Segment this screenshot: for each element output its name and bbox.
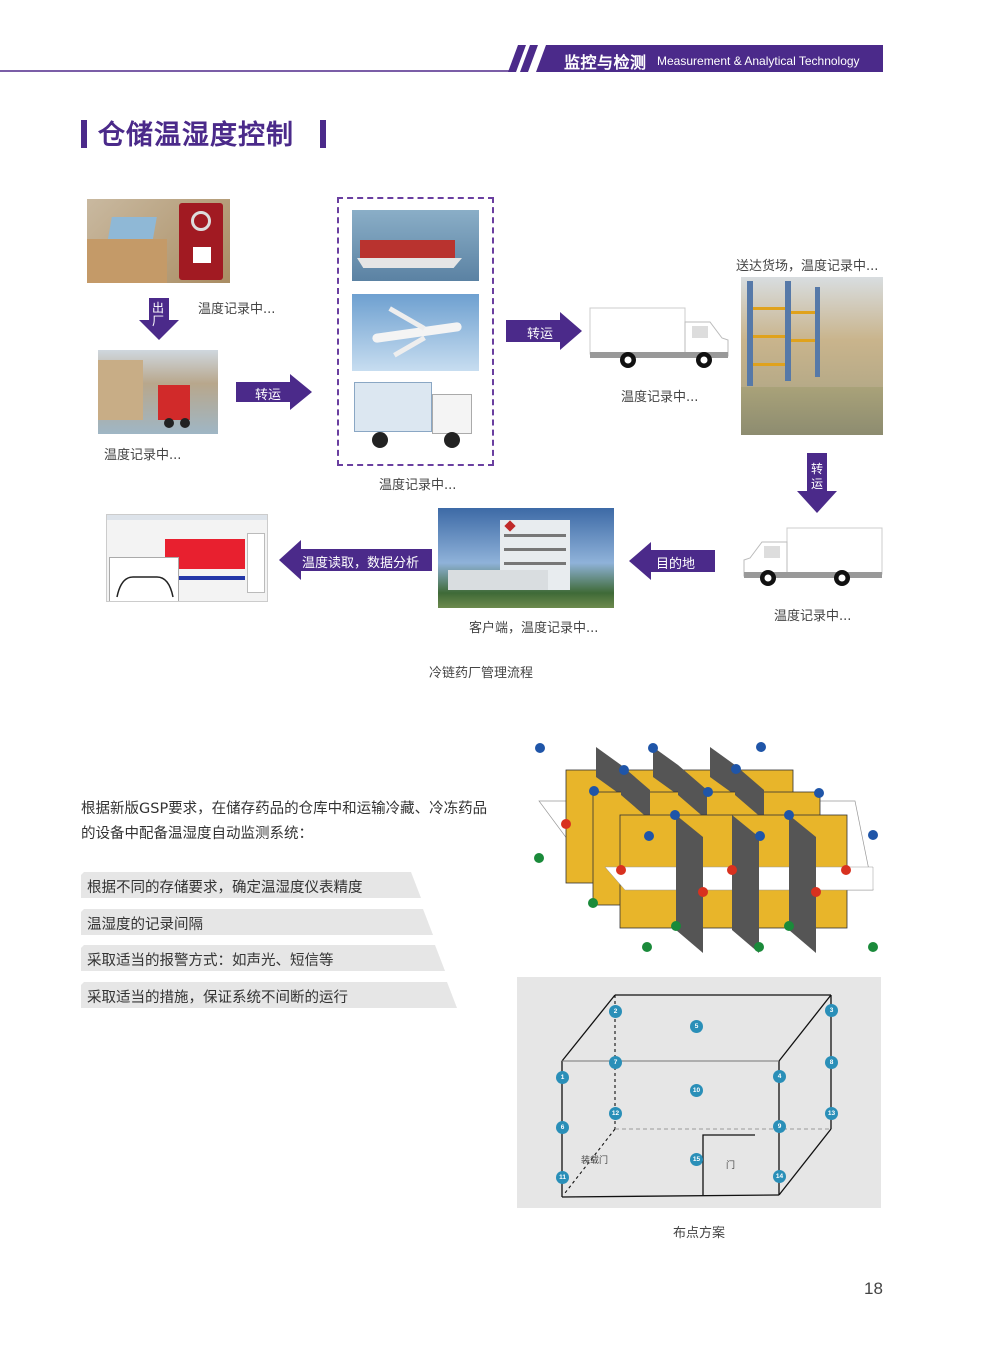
caption-transport-modes: 温度记录中...	[379, 478, 457, 493]
header-section-cn: 监控与检测	[564, 53, 647, 72]
title-bar-left	[81, 120, 87, 148]
arrow-transfer-3-label: 转运	[811, 462, 824, 491]
arrow-destination-label: 目的地	[656, 557, 696, 572]
arrow-down-transfer-3	[797, 453, 837, 513]
truck-1-illustration	[589, 307, 729, 368]
sensor-point: 12	[609, 1107, 622, 1120]
cargo-ship-photo	[352, 210, 479, 281]
sensor-point: 6	[556, 1121, 569, 1134]
analysis-software-screenshot	[106, 514, 268, 602]
transport-modes-group	[337, 197, 494, 466]
sensor-point: 9	[773, 1120, 786, 1133]
requirement-text: 采取适当的报警方式：如声光、短信等	[87, 953, 334, 969]
header-rule	[0, 70, 510, 72]
sensor-point: 10	[690, 1084, 703, 1097]
arrow-right-transfer-2	[506, 312, 582, 350]
caption-client: 客户端，温度记录中...	[469, 621, 599, 636]
page-number: 18	[864, 1279, 883, 1298]
requirement-item: 根据不同的存储要求，确定温湿度仪表精度	[81, 872, 421, 898]
door-label: 门	[726, 1161, 736, 1171]
sensor-point: 1	[556, 1071, 569, 1084]
requirement-text: 温湿度的记录间隔	[87, 917, 203, 933]
sensor-point: 11	[556, 1171, 569, 1184]
sensor-grid-3d-diagram	[534, 742, 878, 953]
sensor-point: 2	[609, 1005, 622, 1018]
sensor-point: 15	[690, 1153, 703, 1166]
arrow-transfer-2-label: 转运	[527, 327, 554, 342]
arrow-transfer-1-label: 转运	[255, 388, 282, 403]
requirement-text: 根据不同的存储要求，确定温湿度仪表精度	[87, 880, 363, 896]
gsp-requirements-intro: 根据新版GSP要求，在储存药品的仓库中和运输冷藏、冷冻药品的设备中配备温湿度自动…	[81, 801, 488, 842]
sensor-point: 8	[825, 1056, 838, 1069]
requirement-item: 温湿度的记录间隔	[81, 909, 433, 935]
caption-cargo-yard: 送达货场，温度记录中...	[736, 259, 879, 274]
arrow-analysis-label: 温度读取，数据分析	[302, 556, 420, 571]
sensor-point: 7	[609, 1056, 622, 1069]
requirement-item: 采取适当的报警方式：如声光、短信等	[81, 945, 445, 971]
caption-package: 温度记录中...	[198, 302, 276, 317]
truck-2-illustration	[743, 527, 883, 586]
sensor-point: 14	[773, 1170, 786, 1183]
arrow-left-destination	[629, 542, 715, 580]
caption-truck-1: 温度记录中...	[621, 390, 699, 405]
arrow-left-analysis	[279, 540, 432, 580]
cargo-yard-photo	[741, 277, 883, 435]
loading-door-label: 装载门	[581, 1156, 609, 1166]
client-building-photo	[438, 508, 614, 608]
sensor-layout-diagram: 装载门 门 1 2 3 4 5 6 7 8 9 10 11 12 13 14 1…	[517, 977, 881, 1208]
forklift-warehouse-photo	[98, 350, 218, 434]
requirement-text: 采取适当的措施，保证系统不间断的运行	[87, 990, 348, 1006]
arrow-right-transfer-1	[236, 374, 312, 410]
refrigerated-truck-photo	[352, 380, 479, 456]
header-stripes-icon	[508, 45, 883, 72]
caption-truck-2: 温度记录中...	[774, 609, 852, 624]
sensor-point: 3	[825, 1004, 838, 1017]
page-title: 仓储温湿度控制	[98, 120, 294, 151]
sensor-point: 13	[825, 1107, 838, 1120]
airplane-photo	[352, 294, 479, 371]
requirement-item: 采取适当的措施，保证系统不间断的运行	[81, 982, 457, 1008]
flow-caption: 冷链药厂管理流程	[429, 666, 534, 681]
layout-diagram-caption: 布点方案	[673, 1226, 726, 1241]
header-section-en: Measurement & Analytical Technology	[657, 54, 860, 68]
arrow-down-exit	[139, 298, 179, 340]
header-band	[506, 45, 883, 72]
sensor-point: 5	[690, 1020, 703, 1033]
caption-forklift: 温度记录中...	[104, 448, 182, 463]
sensor-point: 4	[773, 1070, 786, 1083]
package-photo	[87, 199, 230, 283]
title-bar-right	[320, 120, 326, 148]
arrow-exit-label: 出厂	[152, 301, 165, 328]
